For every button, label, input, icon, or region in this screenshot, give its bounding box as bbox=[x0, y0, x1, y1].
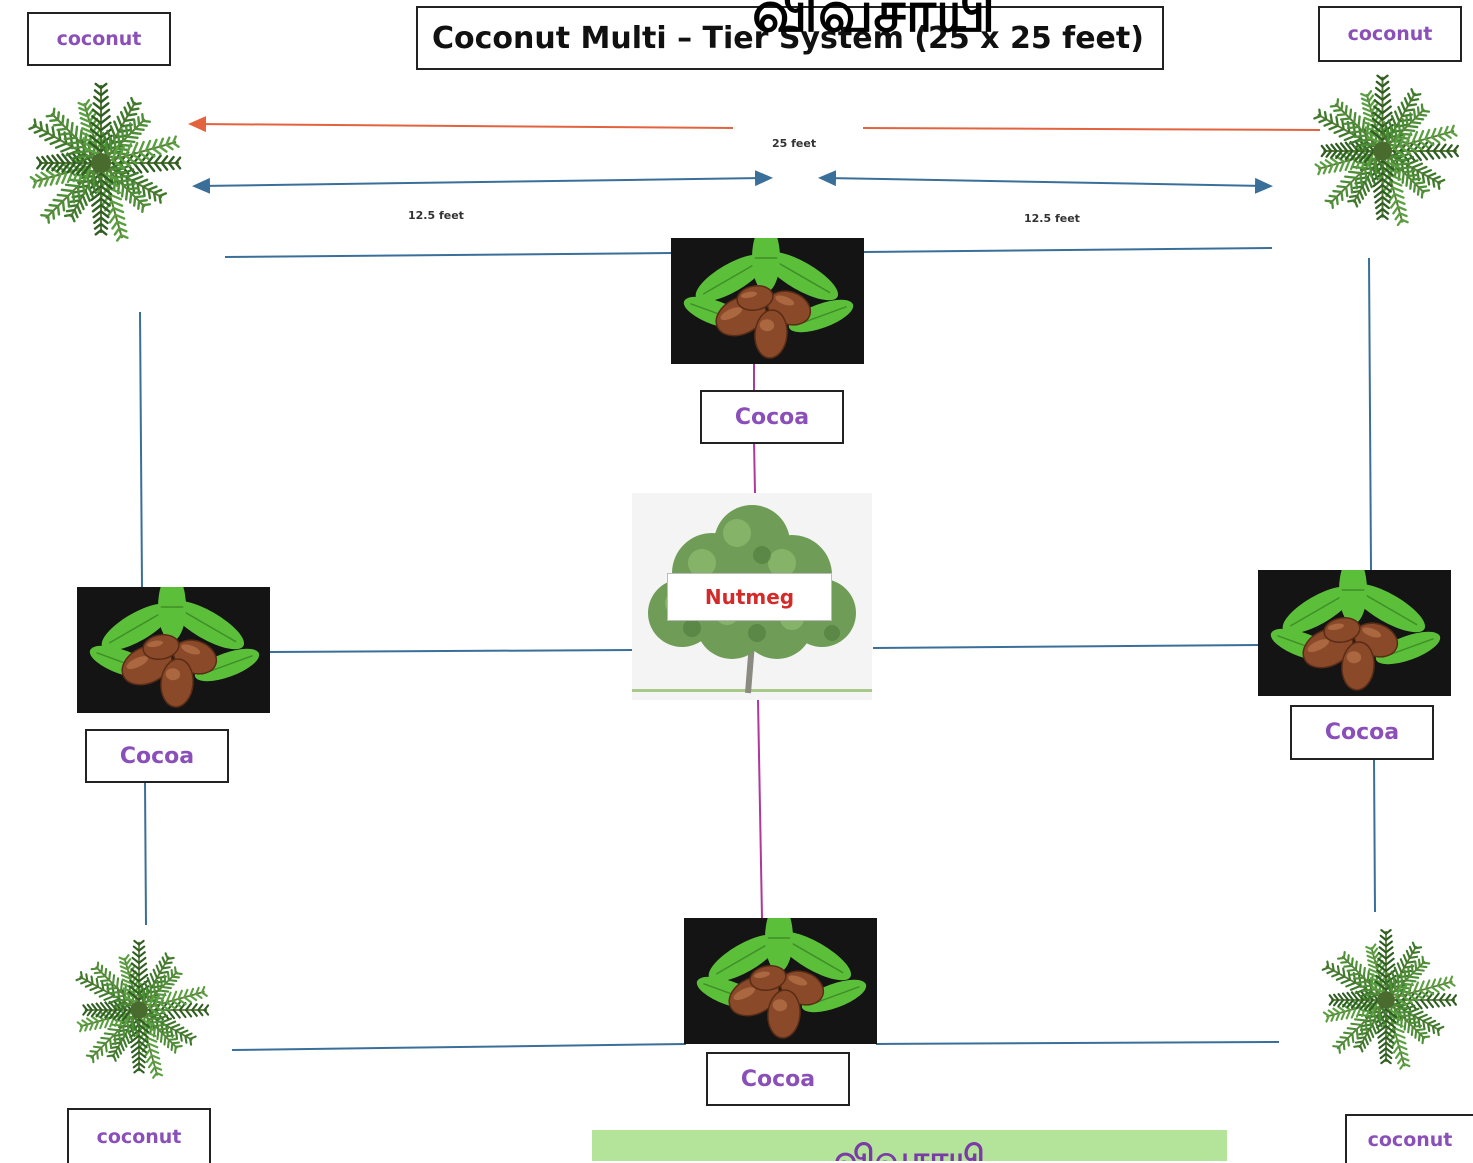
diagram-title: Coconut Multi – Tier System (25 x 25 fee… bbox=[416, 6, 1164, 70]
cocoa-label-bottom: Cocoa bbox=[706, 1052, 850, 1106]
line-right-upper bbox=[1368, 257, 1372, 571]
coconut-label-top-left: coconut bbox=[27, 12, 171, 66]
line-center-top-b bbox=[753, 440, 756, 494]
footer-banner: விவசாயி bbox=[592, 1130, 1227, 1161]
dimension-arrow-total-left bbox=[188, 116, 734, 133]
dimension-arrow-total-right bbox=[862, 127, 1321, 131]
line-mid-right bbox=[872, 644, 1260, 649]
line-bottom-left bbox=[231, 1043, 687, 1051]
coconut-label-bottom-left-text: coconut bbox=[96, 1125, 182, 1148]
cocoa-image-right bbox=[1258, 570, 1451, 696]
line-mid-left bbox=[269, 649, 635, 653]
cocoa-pods-icon bbox=[1270, 570, 1441, 691]
coconut-palm-top-left-icon bbox=[28, 82, 182, 242]
cocoa-pods-icon bbox=[89, 587, 260, 708]
diagram-title-text: Coconut Multi – Tier System (25 x 25 fee… bbox=[432, 20, 1144, 56]
line-top-left bbox=[224, 252, 673, 258]
coconut-label-bottom-right-text: coconut bbox=[1367, 1128, 1453, 1151]
line-bottom-right bbox=[875, 1041, 1280, 1045]
cocoa-label-right: Cocoa bbox=[1290, 705, 1434, 760]
watermark-title: விவசாயி bbox=[752, 0, 996, 45]
cocoa-pods-icon bbox=[696, 918, 867, 1039]
cocoa-label-left-text: Cocoa bbox=[119, 743, 195, 769]
cocoa-image-top bbox=[671, 238, 864, 364]
line-left-upper bbox=[139, 311, 143, 588]
cocoa-image-bottom bbox=[684, 918, 877, 1044]
coconut-palm-bottom-right-icon bbox=[1321, 929, 1457, 1070]
dimension-arrow-half-left bbox=[192, 170, 773, 194]
nutmeg-label: Nutmeg bbox=[667, 573, 832, 621]
footer-banner-text: விவசாயி bbox=[833, 1139, 986, 1162]
cocoa-label-bottom-text: Cocoa bbox=[740, 1066, 816, 1092]
coconut-label-top-left-text: coconut bbox=[56, 28, 142, 50]
coconut-palm-bottom-left-icon bbox=[75, 939, 210, 1079]
cocoa-image-left bbox=[77, 587, 270, 713]
cocoa-pods-icon bbox=[683, 238, 854, 359]
cocoa-label-top-text: Cocoa bbox=[734, 404, 810, 430]
dimension-label-half-left: 12.5 feet bbox=[408, 209, 464, 222]
coconut-palm-top-right-icon bbox=[1313, 74, 1459, 227]
coconut-label-bottom-left: coconut bbox=[67, 1108, 211, 1163]
dimension-label-half-right: 12.5 feet bbox=[1024, 212, 1080, 225]
line-right-lower bbox=[1373, 757, 1376, 913]
coconut-label-top-right: coconut bbox=[1318, 6, 1462, 62]
cocoa-label-right-text: Cocoa bbox=[1324, 720, 1400, 745]
line-left-lower bbox=[144, 780, 147, 926]
dimension-label-total: 25 feet bbox=[772, 137, 817, 150]
cocoa-label-left: Cocoa bbox=[85, 729, 229, 783]
dimension-arrow-half-right bbox=[818, 170, 1273, 194]
line-center-bottom bbox=[757, 699, 763, 919]
coconut-label-top-right-text: coconut bbox=[1347, 23, 1433, 45]
nutmeg-label-text: Nutmeg bbox=[704, 585, 795, 609]
coconut-label-bottom-right: coconut bbox=[1345, 1114, 1473, 1163]
line-top-right bbox=[863, 247, 1273, 253]
cocoa-label-top: Cocoa bbox=[700, 390, 844, 444]
